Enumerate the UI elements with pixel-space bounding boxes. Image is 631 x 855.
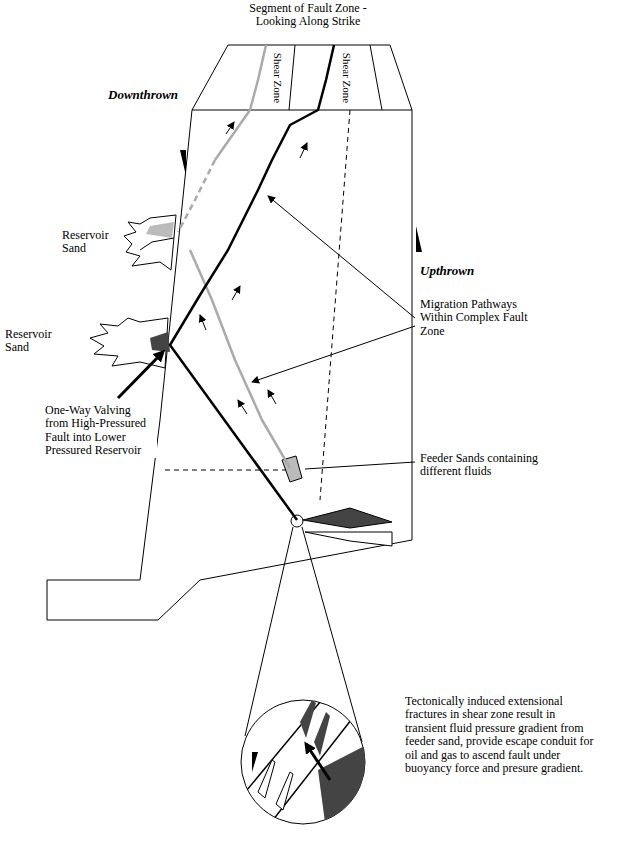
shear-band-line xyxy=(232,690,330,808)
reservoir-label: Reservoir Sand xyxy=(62,229,118,256)
feeder-callout: Feeder Sands containing different fluids xyxy=(420,452,565,479)
feeder-sand-detail xyxy=(318,738,380,830)
shear-zone-boundary xyxy=(370,45,382,110)
flow-arrow xyxy=(232,286,240,300)
shear-sense-arrow xyxy=(252,752,258,772)
flow-arrow xyxy=(238,400,247,414)
reservoir-gas-fill xyxy=(146,222,174,238)
oil-migration-pathway xyxy=(170,45,334,520)
block-base-outline xyxy=(47,580,140,581)
feeder-sand-oil xyxy=(303,508,392,528)
flow-arrow xyxy=(226,122,234,134)
reservoir-oil-fill xyxy=(150,332,170,352)
shear-zone-label: Shear Zone xyxy=(272,52,284,104)
leader-arrow xyxy=(268,196,415,318)
reservoir-label: Reservoir Sand xyxy=(5,328,67,355)
reservoir-bed-line xyxy=(140,238,174,250)
feeder-sand-water xyxy=(305,532,392,546)
shear-band-line xyxy=(262,706,362,834)
downthrown-motion-arrow xyxy=(180,150,186,176)
flow-arrow xyxy=(300,143,307,158)
fault-block-top-face xyxy=(192,45,412,110)
flow-arrow xyxy=(268,390,276,404)
valving-arrow xyxy=(118,352,163,398)
figure-heading: Segment of Fault Zone - Looking Along St… xyxy=(248,2,368,29)
leader-arrow xyxy=(252,326,415,382)
detail-explanation: Tectonically induced extensional fractur… xyxy=(405,695,595,776)
hidden-edge-dashed xyxy=(165,470,300,471)
block-label: Upthrown xyxy=(420,264,474,279)
reservoir-sand-upper xyxy=(124,215,176,270)
leader-line xyxy=(305,462,415,469)
gas-migration-pathway-dashed xyxy=(178,160,215,232)
fluid-escape-arrow xyxy=(306,744,330,780)
block-base-outline xyxy=(47,540,412,620)
gas-migration-pathway xyxy=(215,45,266,160)
flow-arrow xyxy=(200,315,206,330)
upthrown-block-edge xyxy=(412,110,413,540)
zoom-marker-circle xyxy=(291,515,303,527)
extensional-fracture xyxy=(276,772,293,810)
shear-zone-label: Shear Zone xyxy=(341,52,353,104)
block-label: Downthrown xyxy=(108,88,178,103)
valving-callout: One-Way Valving from High-Pressured Faul… xyxy=(45,404,157,458)
shear-zone-boundary xyxy=(289,45,295,110)
gas-migration-pathway xyxy=(190,250,290,468)
upthrown-motion-arrow xyxy=(416,226,422,252)
extensional-fracture xyxy=(258,760,275,798)
extensional-fracture xyxy=(300,700,316,738)
extensional-fracture xyxy=(314,712,330,756)
hidden-edge-dashed xyxy=(320,110,350,500)
pathway-callout: Migration Pathways Within Complex Fault … xyxy=(420,298,532,338)
